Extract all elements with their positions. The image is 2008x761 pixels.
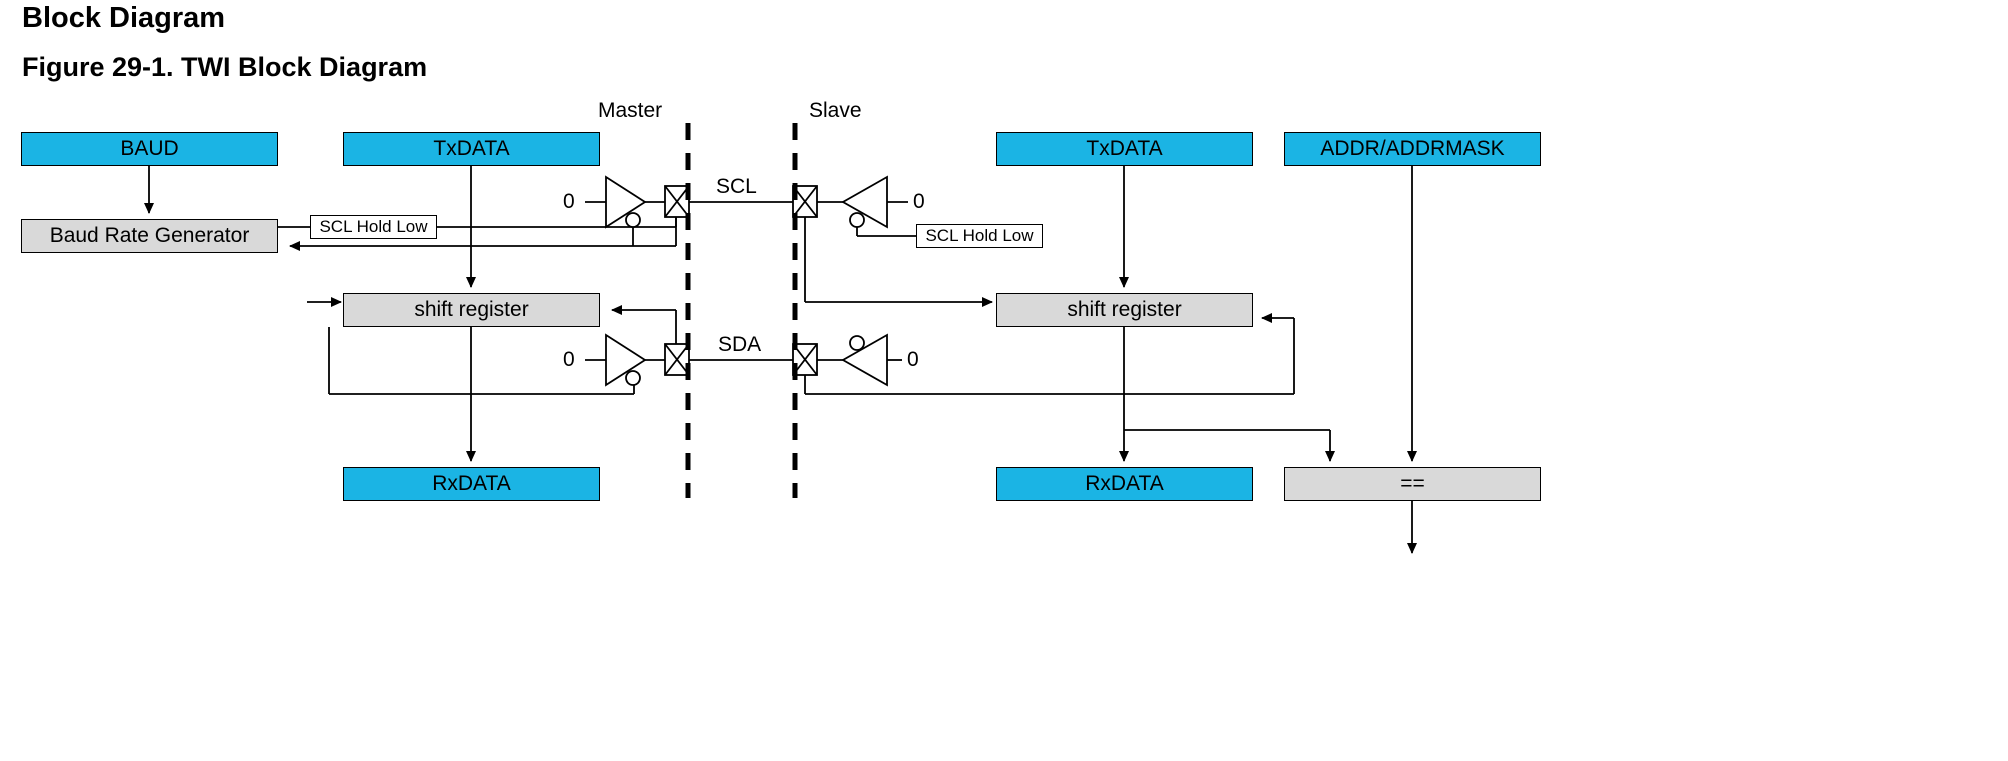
figure-caption: Figure 29-1. TWI Block Diagram <box>22 52 428 82</box>
label-master-scl-driver-input: 0 <box>563 190 575 213</box>
label-master-domain: Master <box>598 99 663 122</box>
block-slave-txdata[interactable]: TxDATA <box>996 132 1253 166</box>
block-baud-rate-generator[interactable]: Baud Rate Generator <box>21 219 278 253</box>
label-master-sda-driver-input: 0 <box>563 348 575 371</box>
block-baud[interactable]: BAUD <box>21 132 278 166</box>
label-slave-scl-driver-input: 0 <box>913 190 925 213</box>
label-sda-bus: SDA <box>718 333 762 356</box>
block-master-txdata[interactable]: TxDATA <box>343 132 600 166</box>
block-address-comparator[interactable]: == <box>1284 467 1541 501</box>
label-slave-sda-driver-input: 0 <box>907 348 919 371</box>
label-master-scl-hold-low: SCL Hold Low <box>310 215 437 239</box>
label-slave-domain: Slave <box>809 99 862 122</box>
block-master-rxdata[interactable]: RxDATA <box>343 467 600 501</box>
block-slave-shift-register[interactable]: shift register <box>996 293 1253 327</box>
block-addr-addrmask[interactable]: ADDR/ADDRMASK <box>1284 132 1541 166</box>
section-title: Block Diagram <box>22 2 226 34</box>
block-slave-rxdata[interactable]: RxDATA <box>996 467 1253 501</box>
label-slave-scl-hold-low: SCL Hold Low <box>916 224 1043 248</box>
block-master-shift-register[interactable]: shift register <box>343 293 600 327</box>
label-scl-bus: SCL <box>716 175 757 198</box>
